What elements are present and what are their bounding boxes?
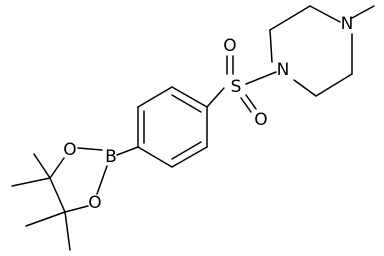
- bond-benz-inner-1: [171, 94, 202, 113]
- atom-o-ring-top: O: [63, 140, 76, 160]
- bond-n-s: [245, 71, 277, 85]
- atom-o-bottom: O: [254, 110, 267, 130]
- bond-benz-5: [171, 146, 208, 168]
- atom-boron: B: [105, 147, 117, 167]
- bond-b-o-top: [77, 147, 103, 151]
- bond-benz-inner-3: [171, 141, 202, 160]
- bond-benz-2: [137, 86, 173, 108]
- bond-b-o-bottom: [96, 165, 108, 195]
- atom-n-top: N: [341, 14, 354, 34]
- bond-methyl-2: [11, 177, 51, 187]
- bond-benz-4: [137, 146, 173, 168]
- bond-methyl-1: [33, 153, 51, 179]
- atom-o-top: O: [223, 36, 236, 56]
- bond-pip-2: [269, 5, 311, 31]
- bond-pip-5: [315, 73, 353, 97]
- bond-s-aryl: [206, 87, 225, 108]
- atom-sulfur: S: [231, 77, 242, 97]
- bond-methyl-4: [64, 211, 71, 251]
- bond-methyl-3: [25, 211, 66, 227]
- bond-n-methyl: [351, 5, 375, 19]
- bond-aryl-b: [116, 146, 139, 156]
- bonds: [11, 5, 375, 251]
- bond-c-o-bottom: [64, 205, 89, 213]
- bond-s-o-bottom-b: [245, 94, 257, 110]
- bond-pip-4: [293, 79, 317, 97]
- bond-s-o-bottom-a: [240, 97, 252, 113]
- bond-pip-3: [269, 29, 273, 63]
- atom-n-left: N: [277, 60, 290, 80]
- bond-c-c: [49, 177, 66, 213]
- atom-labels: N N S O O B O O: [63, 14, 353, 213]
- bond-pip-1: [309, 5, 341, 23]
- bond-benz-1: [171, 86, 208, 108]
- bond-o-top-c: [49, 157, 65, 179]
- atom-o-ring-bottom: O: [88, 193, 101, 213]
